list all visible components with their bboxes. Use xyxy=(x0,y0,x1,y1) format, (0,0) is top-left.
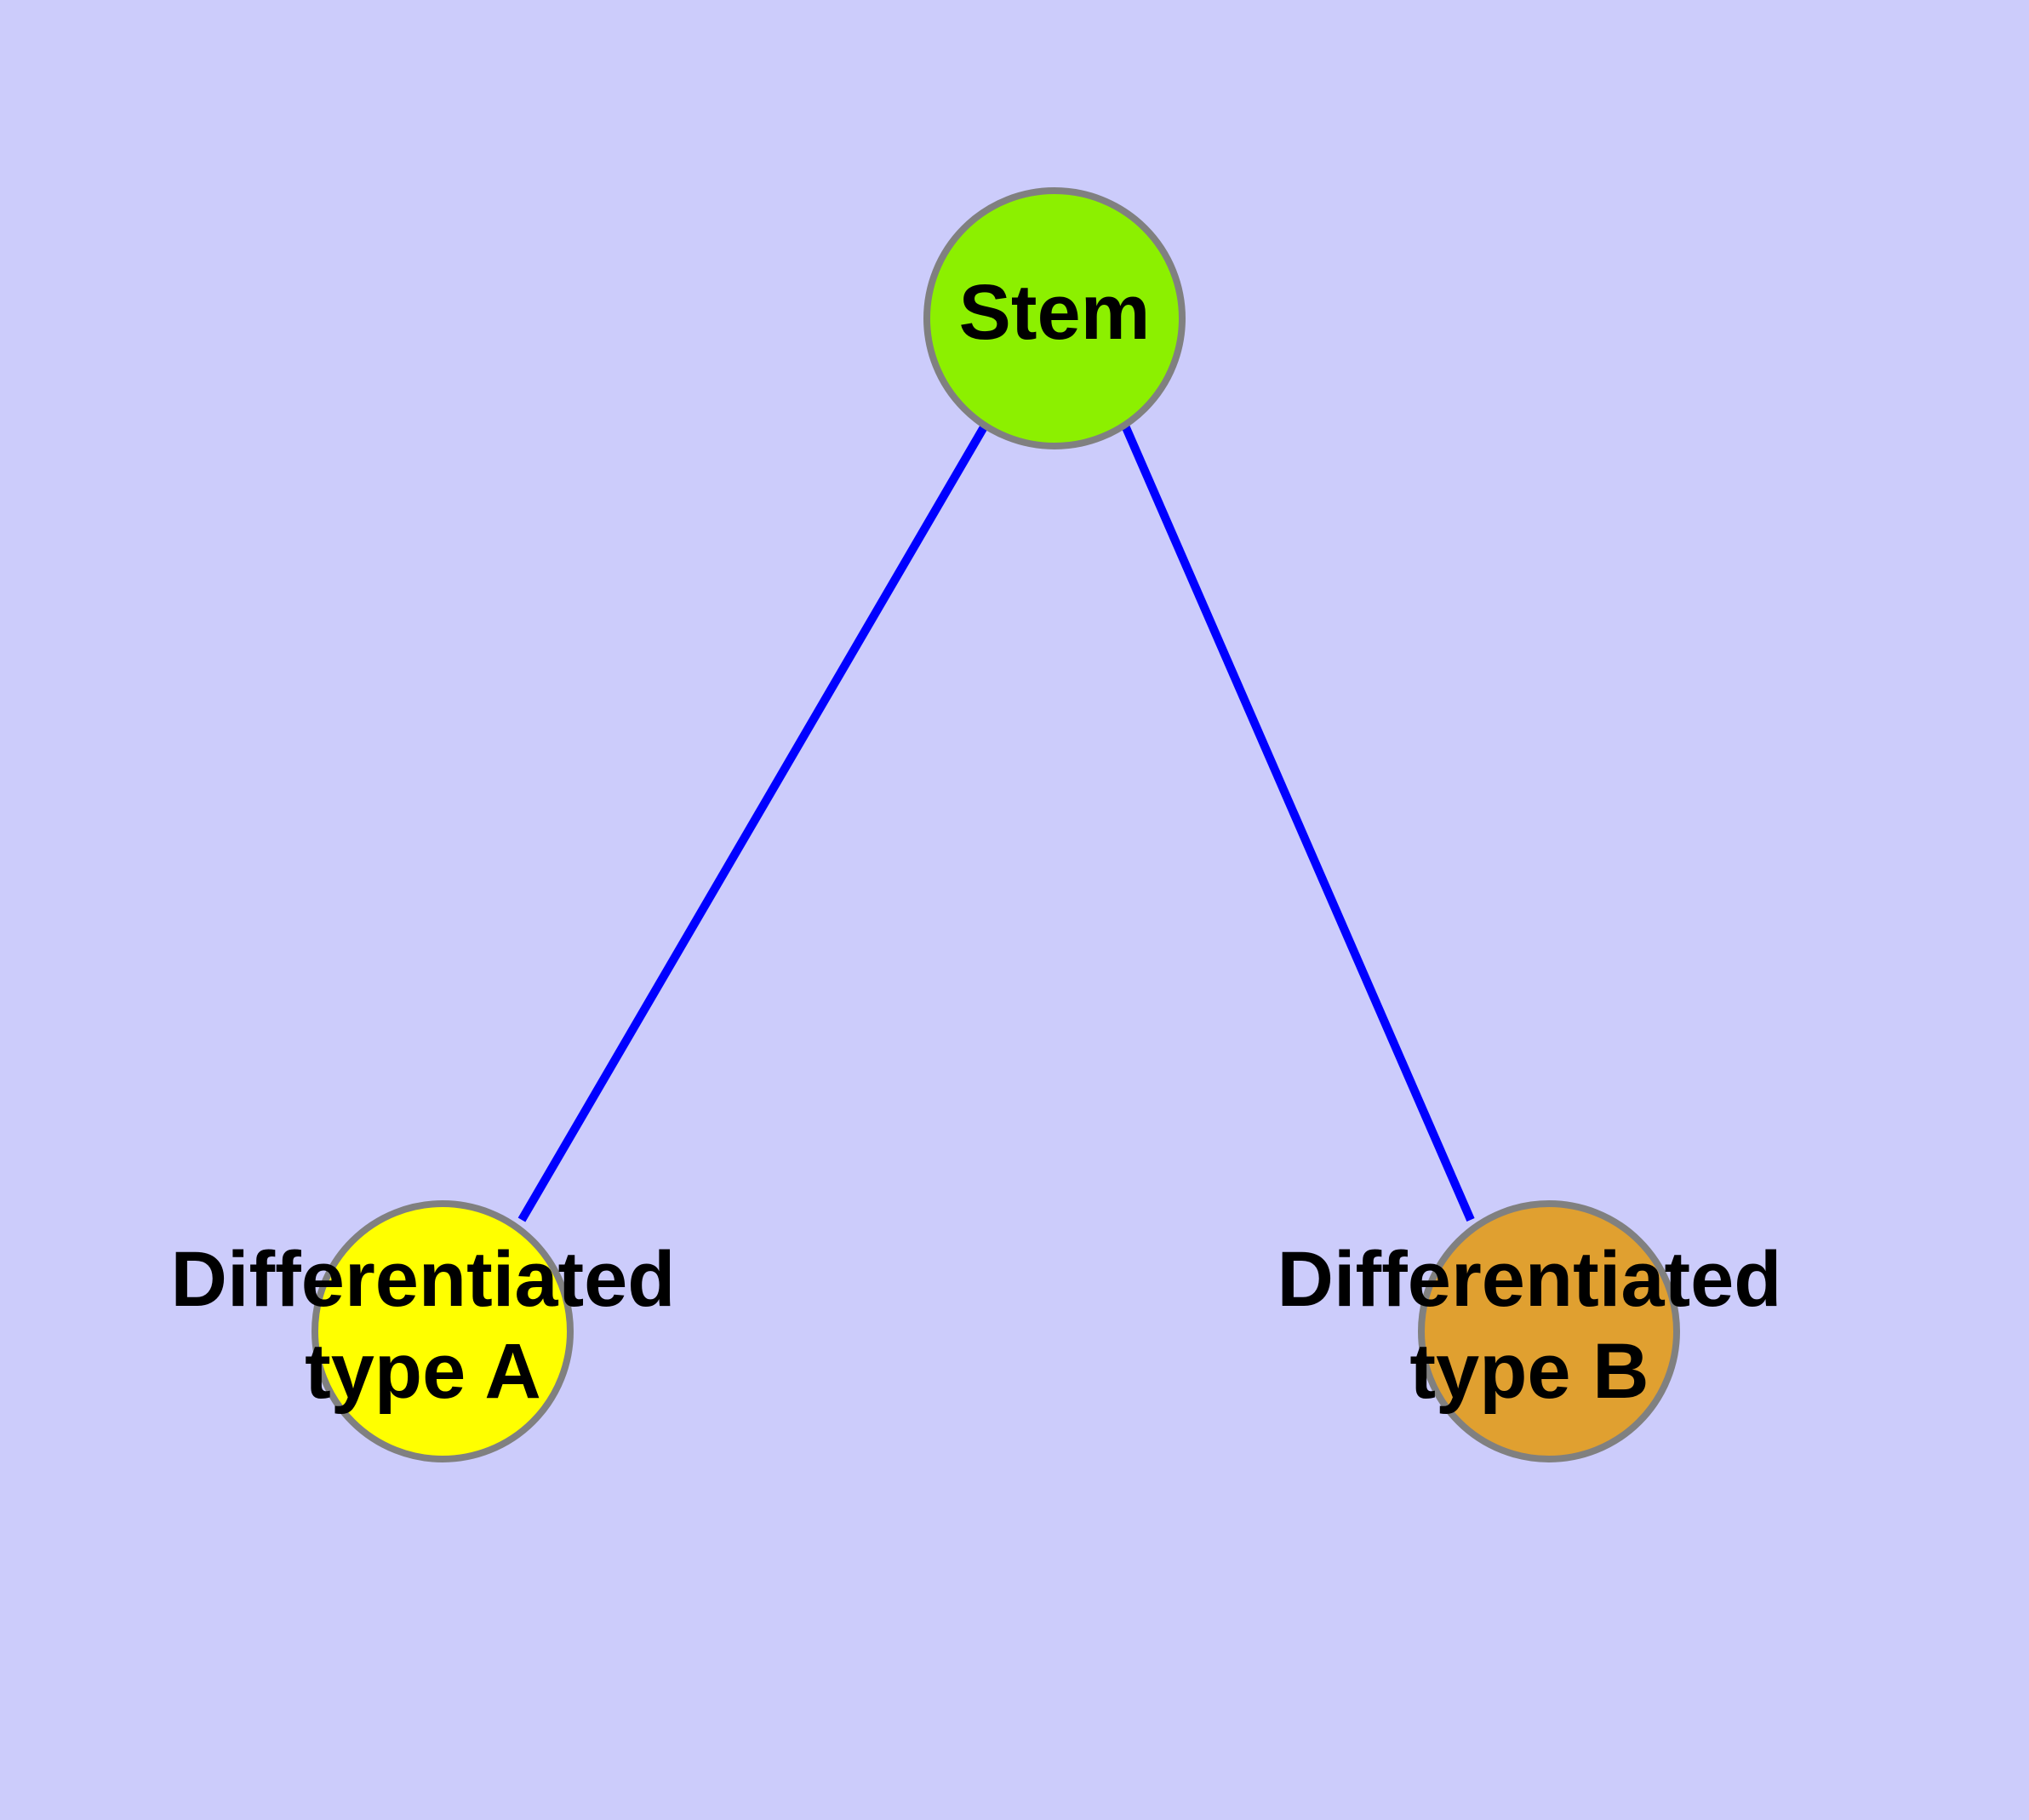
node-circle-diff_b[interactable] xyxy=(1418,1200,1680,1462)
node-label-stem: Stem xyxy=(959,269,1151,356)
edges-layer xyxy=(517,423,1475,1222)
graph-edge-stem-to-a[interactable] xyxy=(517,423,989,1222)
node-label-line: type B xyxy=(1409,1328,1649,1415)
node-circle-diff_a[interactable] xyxy=(311,1200,574,1462)
graph-node-stem[interactable]: Stem xyxy=(923,187,1186,449)
node-label-line: Differentiated xyxy=(171,1236,676,1323)
node-label-line: Stem xyxy=(959,269,1151,356)
node-label-line: type A xyxy=(305,1328,541,1415)
node-label-line: Differentiated xyxy=(1277,1236,1782,1323)
node-circle-stem[interactable] xyxy=(923,187,1186,449)
graph-edge-stem-to-b[interactable] xyxy=(1121,424,1475,1222)
